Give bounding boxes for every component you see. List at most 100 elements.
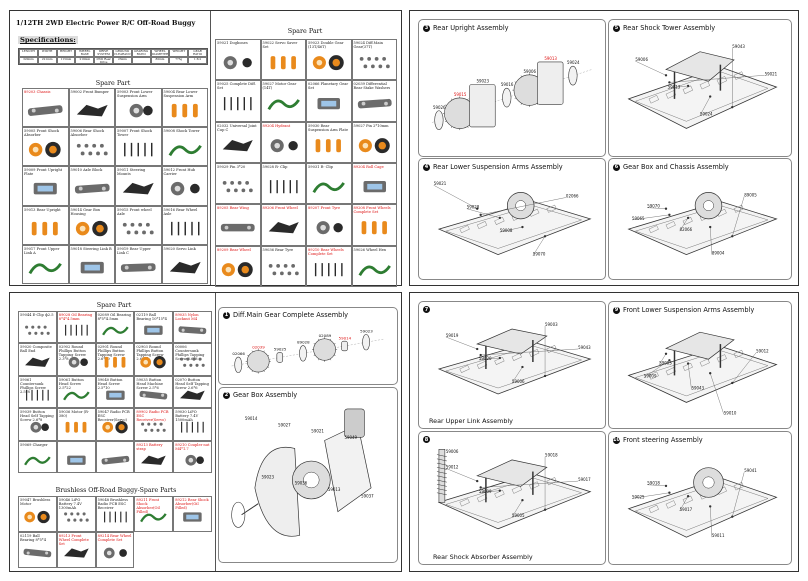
- part-image: [26, 137, 65, 162]
- spec-header: LENGTH: [19, 49, 38, 57]
- part-cell: 59003 Front Lower Suspension Arm: [115, 88, 162, 128]
- part-image: [356, 256, 394, 283]
- asm-5-title: Rear Shock Tower Assembly: [623, 24, 716, 32]
- part-caption: 89208 Front Wheels Complete Set: [353, 206, 391, 215]
- part-caption: 59015 Front wheel Axle: [117, 207, 152, 216]
- part-caption: 59048 Brushless Radio PCB ESC Receiver: [97, 498, 128, 510]
- part-cell: 59027 Pin 2*10mm: [351, 121, 397, 163]
- svg-text:59015: 59015: [454, 92, 467, 97]
- svg-text:59005: 59005: [512, 513, 525, 518]
- part-caption: 02070 Button Head Self Tapping Screw 2.6…: [175, 377, 209, 390]
- part-image: [22, 542, 53, 564]
- part-image: [73, 176, 112, 201]
- part-image: [310, 49, 348, 76]
- spec-value: 221mm: [37, 56, 57, 64]
- svg-text:59043: 59043: [578, 345, 591, 350]
- part-caption: 59022 Servo Saver Set: [262, 41, 298, 49]
- svg-text:59014: 59014: [245, 416, 258, 421]
- step-2-badge: 2: [223, 391, 230, 399]
- svg-text:59020: 59020: [479, 356, 492, 361]
- part-image: [119, 98, 158, 123]
- part-cell: 89210 Rear Wheels Complete Set: [306, 245, 352, 287]
- part-image: [26, 176, 65, 201]
- asm-4-title: Rear Lower Suspension Arms Assembly: [433, 163, 563, 171]
- svg-text:02039: 02039: [252, 345, 265, 350]
- part-image: [265, 90, 303, 117]
- part-cell: 59023 Double Gear (13T/46T): [306, 39, 352, 81]
- part-image: [73, 255, 112, 280]
- step-5-badge: 5: [613, 24, 620, 32]
- svg-text:59027: 59027: [278, 422, 291, 427]
- asm-6-title: Gear Box and Chassis Assembly: [623, 163, 729, 171]
- left-spare-heading: Spare Part: [95, 79, 131, 87]
- part-caption: 59019 Rear Upper Link C: [117, 246, 151, 255]
- brushless-heading: Brushless Off-Road Buggy-Spare Parts: [55, 487, 177, 494]
- part-caption: 59061 Button Head Screw 2.5*22: [58, 377, 84, 390]
- svg-text:59021: 59021: [765, 71, 778, 76]
- part-caption: 59030 Rear Suspension Arm Plate: [308, 123, 349, 132]
- part-image: [119, 176, 158, 201]
- svg-text:59003: 59003: [659, 361, 672, 366]
- part-image: [265, 173, 303, 200]
- part-caption: 02902 Round Phillips Button Tapping Scre…: [58, 345, 86, 362]
- part-caption: 59011 Steering Mounts: [117, 168, 146, 177]
- part-image: [100, 506, 131, 528]
- part-cell: 59040 Button Head Screw 2.5*10: [95, 375, 135, 409]
- svg-text:59013: 59013: [668, 84, 681, 89]
- part-cell: 02119 Ball Bearing 10*15*4: [134, 311, 174, 344]
- part-caption: 02089 Oil Bearing 8*5*4.5mm: [97, 313, 131, 321]
- part-caption: 59007 Front Shock Tower: [117, 129, 152, 138]
- spec-header: DRIVE SYSTEM: [94, 49, 113, 57]
- part-cell: 89210 Coupler nut M4*1.7: [173, 440, 212, 473]
- svg-text:59049: 59049: [345, 435, 358, 440]
- svg-text:59036: 59036: [295, 481, 308, 486]
- spec-value: 2WD Rear Drive: [94, 56, 113, 64]
- part-caption: 59020 Composite Ball End: [20, 345, 52, 354]
- part-image: [100, 353, 131, 371]
- part-caption: 89206 Front Wheel: [262, 206, 298, 211]
- part-caption: 89213 Front Wheel Complete Set: [58, 534, 89, 546]
- part-caption: 89214 Rear Wheel Complete Set: [97, 534, 132, 542]
- part-cell: 59061 Countersunk Phillips Screw 2.5*8: [18, 375, 57, 409]
- part-cell: 59047 Radio PCB ESC Receiver(Servo): [95, 408, 135, 441]
- part-image: [219, 90, 257, 117]
- svg-text:59017: 59017: [578, 477, 591, 482]
- part-image: [166, 137, 205, 162]
- part-caption: 59010 Axle Block: [70, 168, 103, 173]
- part-image: [100, 386, 131, 404]
- svg-text:59006: 59006: [446, 449, 459, 454]
- part-cell: 59021 Dogbones: [215, 39, 261, 81]
- svg-text:59014: 59014: [339, 335, 352, 340]
- part-image: [310, 132, 348, 159]
- part-image: [100, 321, 131, 339]
- part-image: [310, 90, 348, 117]
- part-image: [177, 353, 208, 371]
- part-caption: 89204 Hydrant: [262, 123, 291, 128]
- part-cell: 59030 Rear Suspension Arm Plate: [306, 121, 352, 163]
- part-cell: 02902 Round Phillips Button Tapping Scre…: [56, 343, 96, 376]
- part-image: [177, 418, 208, 436]
- spec-heading: Specifications:: [18, 36, 78, 44]
- part-caption: 59012 Front Hub Carrier: [163, 168, 196, 177]
- part-image: [166, 255, 205, 280]
- part-image: [119, 137, 158, 162]
- part-image: [26, 98, 65, 123]
- part-image: [26, 216, 65, 241]
- svg-text:59019: 59019: [446, 333, 459, 338]
- part-image: [177, 321, 208, 339]
- part-cell: 59019 Rear Upper Link C: [115, 244, 162, 284]
- p3-spare-heading: Spare Part: [96, 301, 132, 309]
- part-image: [265, 132, 303, 159]
- asm-7-title: Rear Upper Link Assembly: [429, 417, 513, 425]
- spec-header: WHEEL BASE: [75, 49, 95, 57]
- part-cell: 59036 Rear Tyre: [260, 245, 306, 287]
- part-image: [73, 137, 112, 162]
- svg-text:59012: 59012: [446, 464, 459, 469]
